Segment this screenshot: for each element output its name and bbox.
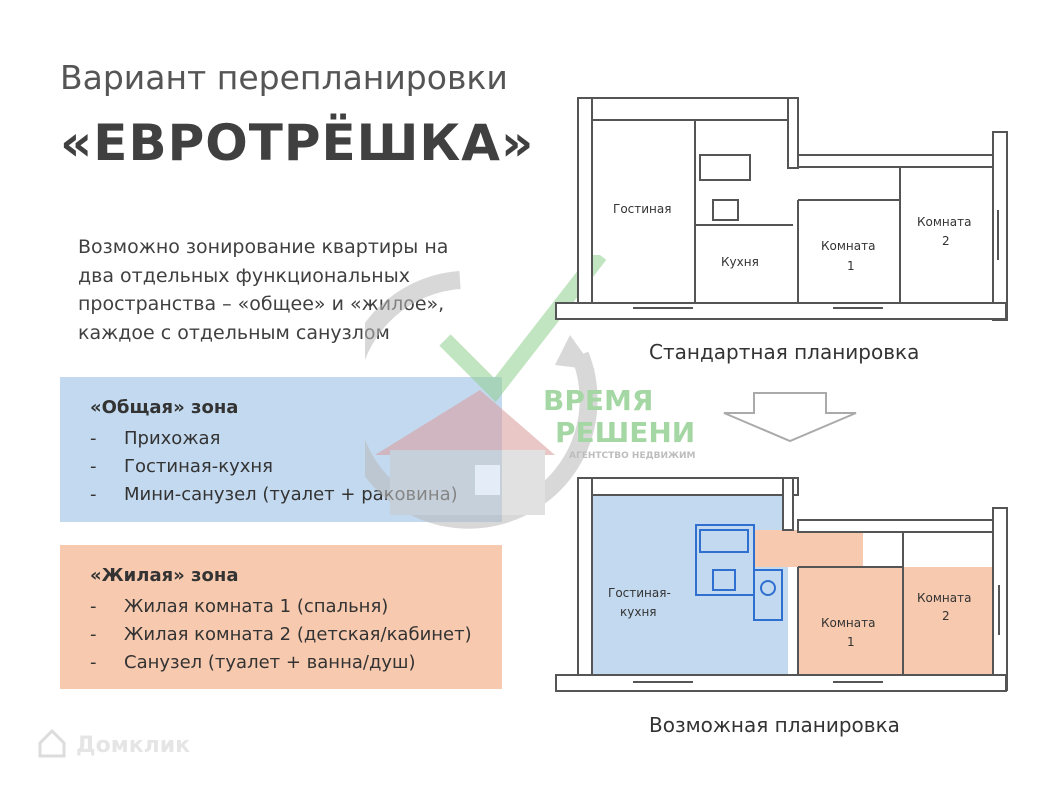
std-bottom-wall [555,302,1007,320]
standard-plan-svg: Гостиная Кухня Комната 1 Комната 2 [555,97,1008,321]
std-label-room1: Комната [821,239,875,253]
new-label-room1-number: 1 [847,635,855,649]
standard-plan-caption: Стандартная планировка [649,340,920,364]
new-bathroom-walls [695,524,755,596]
slide-subtitle: Вариант перепланировки [60,58,508,97]
std-bathtub-icon [699,154,751,181]
std-right-wall [992,131,1008,321]
brand-house-icon [38,728,66,758]
new-bathtub-icon [699,529,749,553]
possible-plan-caption: Возможная планировка [649,713,900,737]
common-zone-list: -Прихожая -Гостиная-кухня -Мини-санузел … [90,425,458,509]
new-toilet-icon [712,569,736,591]
new-label-room1: Комната [821,616,875,630]
new-label-living-2: кухня [620,605,657,619]
common-zone-title: «Общая» зона [90,397,239,418]
living-zone-title: «Жилая» зона [90,565,239,586]
std-left-wall [577,97,593,304]
watermark-text-line3: АГЕНТСТВО НЕДВИЖИМОСТИ [569,451,695,461]
possible-floor-plan: Гостиная- кухня Комната 1 Комната 2 [548,470,1018,700]
list-item: -Гостиная-кухня [90,456,273,477]
std-label-room1-number: 1 [847,259,855,273]
std-label-kitchen: Кухня [721,255,759,269]
living-zone-box: «Жилая» зона -Жилая комната 1 (спальня) … [60,545,502,689]
new-bottom-wall [555,674,1007,692]
watermark-text-line1: ВРЕМЯ [543,384,653,417]
std-label-room2-number: 2 [942,234,950,248]
std-label-room2: Комната [917,215,971,229]
std-top-wall-left [577,97,799,121]
watermark-text-line2: РЕШЕНИЙ [555,415,695,449]
living-zone-list: -Жилая комната 1 (спальня) -Жилая комнат… [90,593,472,677]
new-left-wall [577,477,593,676]
possible-plan-svg: Гостиная- кухня Комната 1 Комната 2 [555,477,1008,692]
new-wc-toilet-icon [760,580,776,596]
brand-text: Домклик [76,733,190,758]
watermark-house-roof [375,390,555,455]
new-label-living: Гостиная- [608,586,671,600]
new-zone-hall-fill [753,530,863,567]
watermark-house-window [475,465,500,495]
new-zone-common-fill [592,495,788,675]
std-toilet-icon [712,199,739,221]
std-top-wall-right [797,154,994,168]
new-inner-wall-top [782,477,794,531]
description-text: Возможно зонирование квартиры на два отд… [78,236,449,344]
std-inner-wall-top [787,97,799,169]
standard-floor-plan: Гостиная Кухня Комната 1 Комната 2 [548,90,1018,330]
watermark-house-body [390,450,545,515]
new-label-room2-number: 2 [942,609,950,623]
new-top-wall-left [577,477,799,496]
new-wc-walls [753,569,783,621]
arrow-down-icon [723,392,857,443]
watermark-ring-arrow-icon [555,335,595,370]
new-top-wall-right [797,519,994,533]
list-item: -Мини-санузел (туалет + раковина) [90,484,458,505]
slide-title: «ЕВРОТРЁШКА» [60,114,535,172]
new-zone-living-fill [798,567,993,675]
watermark-check-icon [439,255,607,403]
brand-logo: Домклик [38,728,190,758]
list-item: -Жилая комната 1 (спальня) [90,596,389,617]
list-item: -Санузел (туалет + ванна/душ) [90,652,416,673]
new-label-room2: Комната [917,591,971,605]
list-item: -Жилая комната 2 (детская/кабинет) [90,624,472,645]
std-label-living: Гостиная [613,202,671,216]
watermark-logo: ВРЕМЯ РЕШЕНИЙ АГЕНТСТВО НЕДВИЖИМОСТИ [365,255,695,529]
list-item: -Прихожая [90,428,221,449]
